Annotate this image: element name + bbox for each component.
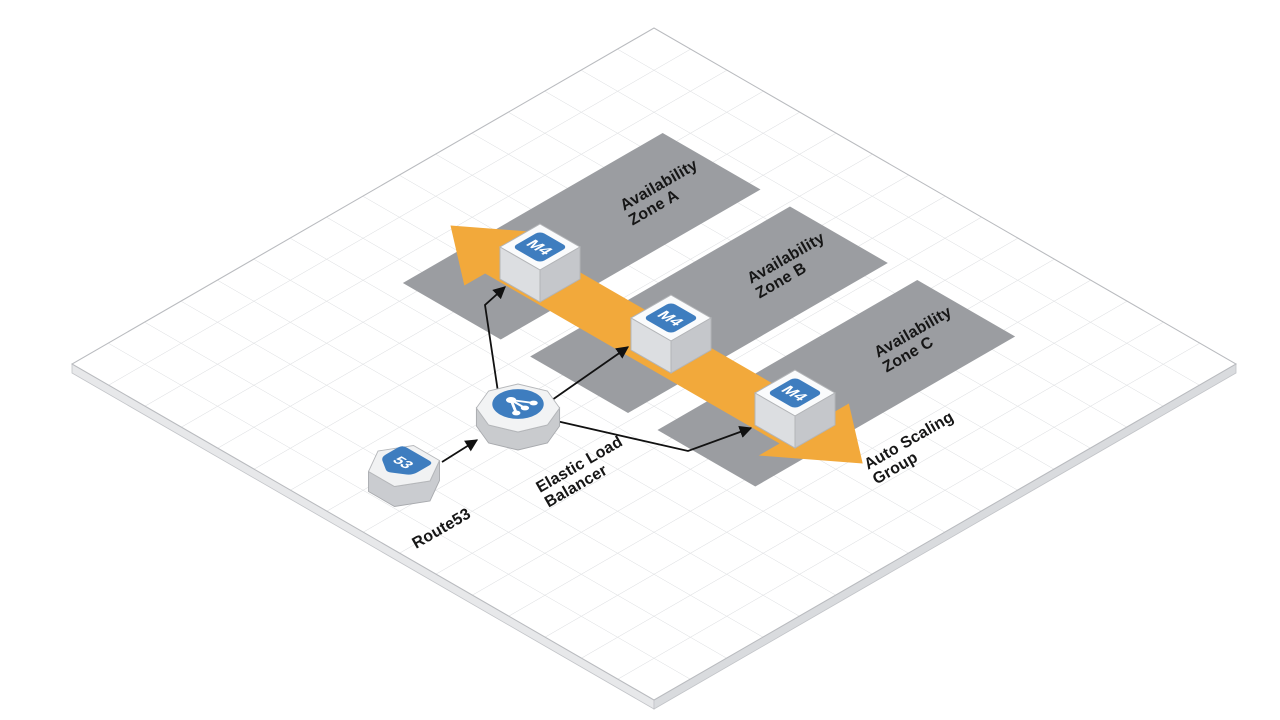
ec2-instance-c: M4	[753, 369, 837, 449]
route53-shield-icon	[382, 446, 432, 475]
cube-right-face	[539, 246, 581, 303]
connector-route53-to-elb	[441, 439, 479, 463]
m4-plate-icon	[645, 303, 697, 333]
connector-elb-to-instance-b	[551, 346, 630, 401]
m4-plate-icon	[514, 232, 566, 262]
availability-zone-a-band	[402, 133, 761, 340]
ec2-instance-b: M4	[629, 294, 713, 374]
cube-right-face	[794, 392, 836, 449]
connector-elb-to-instance-c	[551, 419, 753, 452]
connector-elb-to-instance-a	[484, 286, 506, 393]
ec2-instance-a: M4	[498, 223, 582, 303]
elastic-load-balancer-icon	[475, 383, 561, 451]
availability-zone-b-band	[530, 206, 888, 413]
isometric-floor	[71, 27, 1237, 701]
cube-right-face	[670, 317, 712, 374]
route53-icon: 53	[367, 445, 441, 507]
connectors	[441, 286, 753, 463]
m4-plate-icon	[769, 378, 821, 408]
